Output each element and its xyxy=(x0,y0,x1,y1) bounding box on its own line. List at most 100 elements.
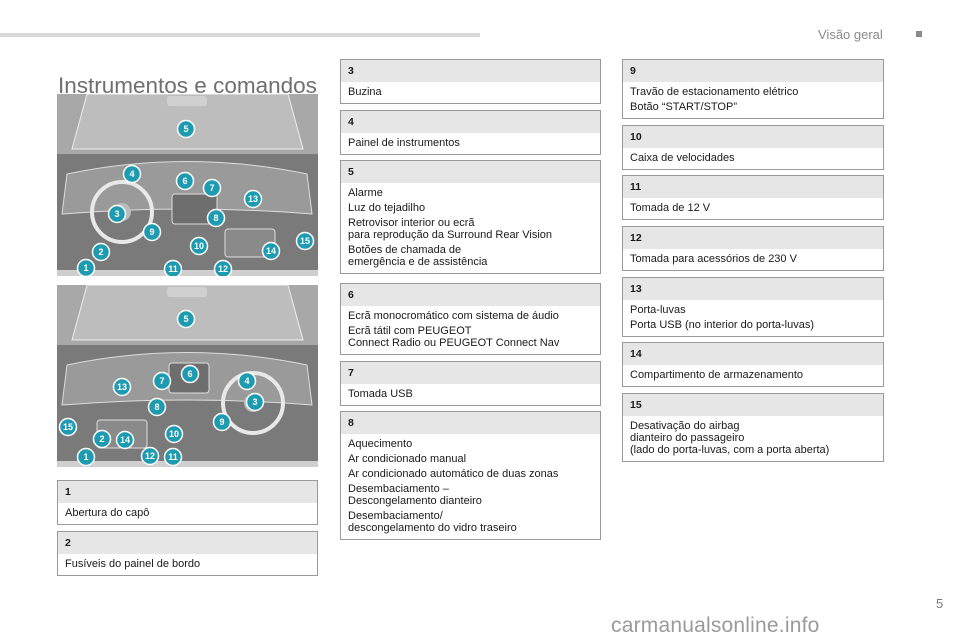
legend-line: (lado do porta-luvas, com a porta aberta… xyxy=(630,444,876,456)
legend-number: 2 xyxy=(58,532,317,554)
svg-text:14: 14 xyxy=(266,246,276,256)
callout-6: 6 xyxy=(177,173,194,190)
callout-9: 9 xyxy=(144,224,161,241)
legend-line: Ar condicionado automático de duas zonas xyxy=(348,468,593,480)
legend-line: Tomada USB xyxy=(348,388,593,400)
svg-text:10: 10 xyxy=(169,429,179,439)
watermark: carmanualsonline.info xyxy=(611,614,820,638)
legend-line: Botão “START/STOP” xyxy=(630,101,876,113)
svg-text:13: 13 xyxy=(117,382,127,392)
callout-5: 5 xyxy=(178,311,195,328)
legend-line: Compartimento de armazenamento xyxy=(630,369,876,381)
legend-number: 5 xyxy=(341,161,600,183)
callout-8: 8 xyxy=(149,399,166,416)
callout-15: 15 xyxy=(297,233,314,250)
callout-10: 10 xyxy=(191,238,208,255)
legend-line: Desembaciamento/ xyxy=(348,510,593,522)
callout-12: 12 xyxy=(142,448,159,465)
svg-text:12: 12 xyxy=(145,451,155,461)
legend-line: Alarme xyxy=(348,187,593,199)
legend-line: Travão de estacionamento elétrico xyxy=(630,86,876,98)
svg-text:15: 15 xyxy=(63,422,73,432)
legend-number: 14 xyxy=(623,343,883,365)
svg-text:10: 10 xyxy=(194,241,204,251)
legend-line: Abertura do capô xyxy=(65,507,310,519)
legend-line: para reprodução da Surround Rear Vision xyxy=(348,229,593,241)
legend-number: 11 xyxy=(623,176,883,198)
svg-text:5: 5 xyxy=(183,314,188,324)
callout-13: 13 xyxy=(114,379,131,396)
callout-1: 1 xyxy=(78,260,95,277)
legend-line: Fusíveis do painel de bordo xyxy=(65,558,310,570)
legend-line: descongelamento do vidro traseiro xyxy=(348,522,593,534)
legend-line: Painel de instrumentos xyxy=(348,137,593,149)
legend-line: Desativação do airbag xyxy=(630,420,876,432)
legend-line: Buzina xyxy=(348,86,593,98)
callout-14: 14 xyxy=(117,432,134,449)
callout-11: 11 xyxy=(165,261,182,277)
svg-text:1: 1 xyxy=(83,263,88,273)
legend-description: Tomada para acessórios de 230 V xyxy=(623,249,883,270)
callout-2: 2 xyxy=(93,244,110,261)
legend-line: dianteiro do passageiro xyxy=(630,432,876,444)
legend-description: Abertura do capô xyxy=(58,503,317,524)
callout-9: 9 xyxy=(214,414,231,431)
callout-10: 10 xyxy=(166,426,183,443)
callout-13: 13 xyxy=(245,191,262,208)
svg-text:8: 8 xyxy=(213,213,218,223)
svg-text:9: 9 xyxy=(219,417,224,427)
svg-text:2: 2 xyxy=(98,247,103,257)
callout-11: 11 xyxy=(165,449,182,466)
legend-number: 4 xyxy=(341,111,600,133)
legend-description: Tomada de 12 V xyxy=(623,198,883,219)
legend-line: Tomada para acessórios de 230 V xyxy=(630,253,876,265)
callout-3: 3 xyxy=(109,206,126,223)
svg-text:11: 11 xyxy=(168,452,178,462)
callout-8: 8 xyxy=(208,210,225,227)
svg-text:2: 2 xyxy=(99,434,104,444)
legend-line: Ar condicionado manual xyxy=(348,453,593,465)
callout-1: 1 xyxy=(78,449,95,466)
header-bar xyxy=(0,33,480,37)
legend-line: Luz do tejadilho xyxy=(348,202,593,214)
legend-line: Ecrã monocromático com sistema de áudio xyxy=(348,310,593,322)
svg-text:3: 3 xyxy=(114,209,119,219)
legend-line: Ecrã tátil com PEUGEOT xyxy=(348,325,593,337)
legend-number: 9 xyxy=(623,60,883,82)
legend-description: Compartimento de armazenamento xyxy=(623,365,883,386)
legend-description: Fusíveis do painel de bordo xyxy=(58,554,317,575)
callout-7: 7 xyxy=(154,373,171,390)
legend-line: Botões de chamada de xyxy=(348,244,593,256)
legend-line: Retrovisor interior ou ecrã xyxy=(348,217,593,229)
callout-14: 14 xyxy=(263,243,280,260)
svg-text:8: 8 xyxy=(154,402,159,412)
legend-line: Aquecimento xyxy=(348,438,593,450)
svg-text:13: 13 xyxy=(248,194,258,204)
legend-number: 6 xyxy=(341,284,600,306)
section-marker xyxy=(916,31,922,37)
legend-number: 7 xyxy=(341,362,600,384)
callout-3: 3 xyxy=(247,394,264,411)
legend-number: 3 xyxy=(341,60,600,82)
section-title: Visão geral xyxy=(818,27,883,42)
svg-text:14: 14 xyxy=(120,435,130,445)
svg-text:4: 4 xyxy=(129,169,134,179)
